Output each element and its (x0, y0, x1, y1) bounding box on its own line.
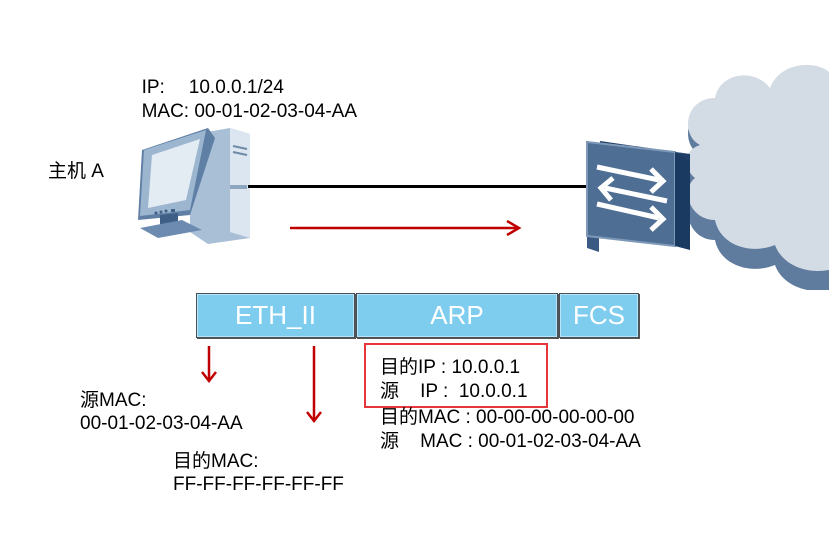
dst-mac-label: 目的MAC: (173, 451, 259, 472)
frame-segment-eth-ii: ETH_II (196, 293, 355, 338)
host-ip-line: IP: 10.0.0.1/24 (131, 53, 284, 99)
src-mac-value: 00-01-02-03-04-AA (80, 413, 243, 434)
arp-dst-mac: 目的MAC : 00-00-00-00-00-00 (380, 407, 635, 428)
arp-src-ip: 源 IP : 10.0.0.1 (380, 381, 528, 402)
src-mac-label: 源MAC: (80, 390, 147, 411)
host-mac-line: MAC: 00-01-02-03-04-AA (131, 77, 357, 123)
direction-arrow-right-icon (290, 219, 522, 237)
host-mac-value: 00-01-02-03-04-AA (194, 101, 357, 122)
arp-src-mac: 源 MAC : 00-01-02-03-04-AA (380, 431, 641, 452)
network-link (248, 185, 588, 188)
arp-dst-ip: 目的IP : 10.0.0.1 (380, 357, 521, 378)
dst-mac-value: FF-FF-FF-FF-FF-FF (173, 474, 344, 495)
host-mac-label: MAC: (141, 101, 190, 122)
down-arrow-icon (201, 346, 217, 384)
switch-icon (586, 140, 690, 252)
frame-structure: ETH_II ARP FCS (196, 293, 639, 340)
host-ip-value: 10.0.0.1/24 (188, 77, 284, 98)
host-ip-label: IP: (141, 77, 165, 98)
frame-segment-arp: ARP (356, 293, 558, 338)
host-label: 主机 A (48, 161, 104, 182)
cloud-icon (685, 64, 829, 290)
desktop-computer-icon (138, 128, 250, 244)
frame-segment-fcs: FCS (559, 293, 639, 338)
down-arrow-icon (306, 346, 322, 424)
arp-ip-highlight-box (364, 343, 548, 408)
